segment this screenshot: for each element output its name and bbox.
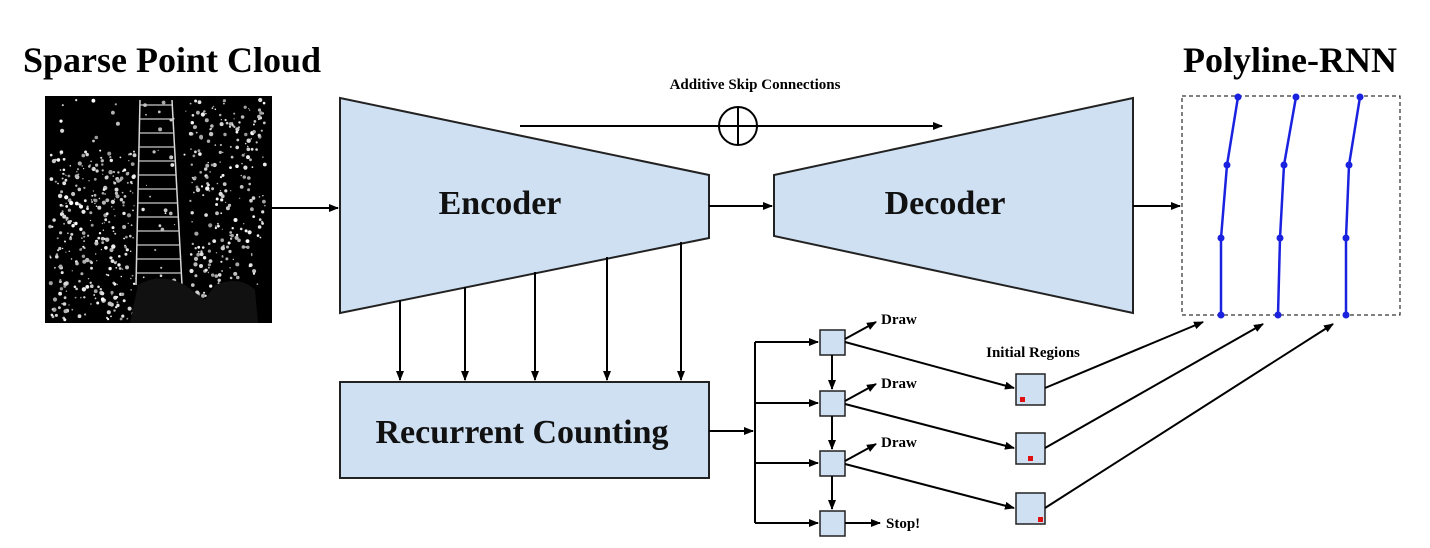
polyline-vertex [1292, 93, 1300, 101]
polyline-rnn-title: Polyline-RNN [1183, 40, 1397, 80]
step-label-2: Draw [881, 376, 917, 392]
skip-connections-label: Additive Skip Connections [670, 77, 841, 93]
polyline-vertex [1356, 93, 1364, 101]
polyline-vertex [1342, 234, 1350, 242]
region-marker-3 [1038, 517, 1043, 522]
polyline-lanes [1217, 93, 1364, 319]
polyline-vertex [1217, 311, 1225, 319]
region-to-lane-arrow-3 [1044, 323, 1334, 509]
step-cell-4 [819, 510, 846, 537]
polyline-vertex [1345, 161, 1353, 169]
step-label-1: Draw [881, 312, 917, 328]
point-cloud-specks [48, 97, 267, 322]
add-circle-icon [718, 106, 758, 146]
recurrent-counting-block [339, 381, 710, 479]
polyline-vertex [1234, 93, 1242, 101]
step-label-4: Stop! [886, 516, 920, 532]
step-branch-arrows [755, 338, 819, 527]
polyline-vertex [1223, 161, 1231, 169]
point-cloud-image [45, 96, 272, 323]
polyline-vertex [1274, 311, 1282, 319]
polyline-vertex [1217, 234, 1225, 242]
decoder-block [773, 96, 1134, 315]
region-to-lane-arrow-1 [1044, 321, 1204, 389]
decoder-label: Decoder [885, 185, 1006, 222]
polyline-vertex [1276, 234, 1284, 242]
polyline-vertex [1342, 311, 1350, 319]
point-cloud-title: Sparse Point Cloud [23, 40, 321, 80]
step-label-3: Draw [881, 435, 917, 451]
step-cell-2 [819, 390, 846, 417]
region-marker-2 [1028, 456, 1033, 461]
encoder-block [339, 96, 710, 315]
step-cell-3 [819, 450, 846, 477]
encoder-feature-arrows [396, 242, 685, 381]
step-cell-1 [819, 329, 846, 356]
polyline-lane-1 [1219, 96, 1240, 315]
region-marker-1 [1020, 397, 1025, 402]
region-to-lane-arrow-2 [1044, 323, 1264, 449]
encoder-label: Encoder [439, 185, 562, 222]
polyline-vertex [1280, 161, 1288, 169]
polyline-lane-3 [1344, 96, 1362, 315]
polyline-lane-2 [1276, 96, 1298, 316]
initial-regions-label: Initial Regions [986, 345, 1080, 361]
recurrent-counting-label: Recurrent Counting [375, 414, 668, 451]
